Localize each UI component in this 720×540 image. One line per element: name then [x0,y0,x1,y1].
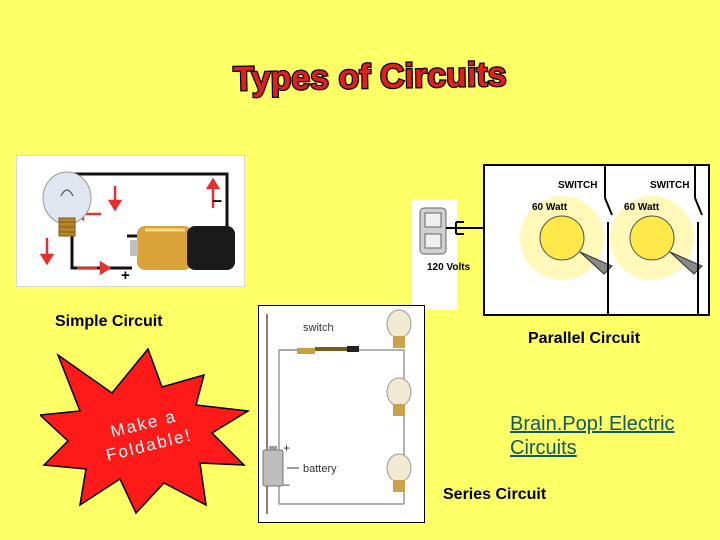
parallel-circuit-caption: Parallel Circuit [528,330,641,347]
svg-text:SWITCH: SWITCH [558,180,597,191]
light-bulb-icon [386,377,412,416]
series-circuit-caption: Series Circuit [443,486,547,503]
light-bulb-icon [42,171,92,237]
svg-text:battery: battery [303,463,337,475]
light-bulb-icon [520,196,613,280]
simple-circuit-image: – + [16,155,245,287]
svg-text:Types of Circuits: Types of Circuits [233,56,507,99]
light-bulb-icon [386,309,412,348]
parallel-circuit-image: 120 Volts SWITCH SWITCH 60 Watt 60 Watt [412,160,712,320]
svg-text:+: + [283,441,290,455]
series-circuit-image: switch + – battery [258,305,425,523]
svg-text:120 Volts: 120 Volts [427,262,471,273]
svg-text:60 Watt: 60 Watt [624,202,660,213]
battery-icon [130,226,235,270]
switch-icon [604,165,703,315]
slide-title: Types of Circuits [232,54,508,99]
wall-outlet-icon [419,207,466,255]
svg-text:–: – [212,190,222,210]
light-bulb-icon [610,196,703,280]
svg-text:SWITCH: SWITCH [650,180,689,191]
svg-text:switch: switch [303,322,334,334]
brainpop-electric-circuits-link[interactable]: Brain.Pop! Electric Circuits [510,413,675,459]
make-a-foldable-starburst: Make a Foldable! [40,347,251,515]
battery-icon [262,446,284,487]
svg-text:–: – [283,477,290,491]
simple-circuit-caption: Simple Circuit [55,313,163,330]
svg-text:60 Watt: 60 Watt [532,202,568,213]
light-bulb-icon [386,453,412,492]
switch-icon [297,346,359,354]
svg-text:+: + [121,267,130,284]
